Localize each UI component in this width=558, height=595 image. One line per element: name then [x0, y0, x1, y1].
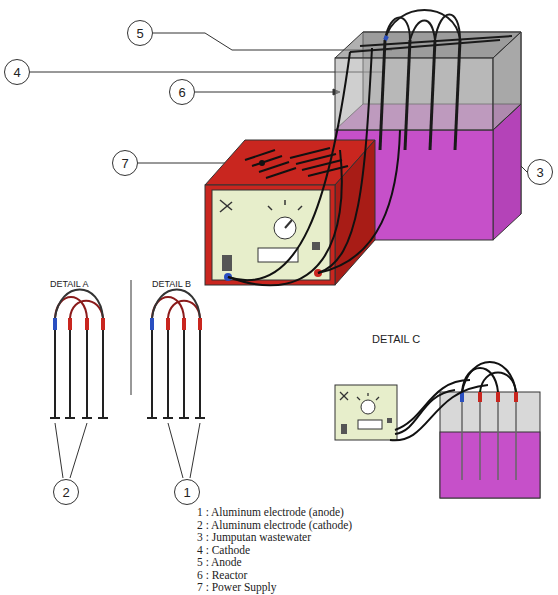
legend-line: 2 : Aluminum electrode (cathode): [197, 519, 352, 532]
callout-text: 7: [121, 156, 128, 171]
callout-text: 2: [62, 485, 69, 500]
legend-line: 3 : Jumputan wastewater: [197, 531, 311, 544]
legend-line: 7 : Power Supply: [197, 581, 277, 594]
callout-number: 6: [169, 79, 195, 105]
callout-number: 7: [112, 150, 138, 176]
callout-text: 3: [536, 165, 543, 180]
legend-line: 6 : Reactor: [197, 569, 247, 582]
callout-number: 1: [174, 479, 200, 505]
legend-line: 4 : Cathode: [197, 544, 250, 557]
callout-number: 3: [527, 159, 553, 185]
callout-number: 4: [4, 59, 30, 85]
callout-text: 6: [178, 85, 185, 100]
detail-label: DETAIL A: [50, 280, 89, 290]
callout-text: 4: [13, 65, 20, 80]
callout-number: 5: [127, 20, 153, 46]
legend-line: 5 : Anode: [197, 556, 242, 569]
callout-text: 1: [183, 485, 190, 500]
detail-label: DETAIL B: [152, 280, 191, 290]
legend-line: 1 : Aluminum electrode (anode): [197, 506, 344, 519]
callout-number: 2: [53, 479, 79, 505]
callout-text: 5: [136, 26, 143, 41]
detail-label: DETAIL C: [372, 333, 420, 345]
